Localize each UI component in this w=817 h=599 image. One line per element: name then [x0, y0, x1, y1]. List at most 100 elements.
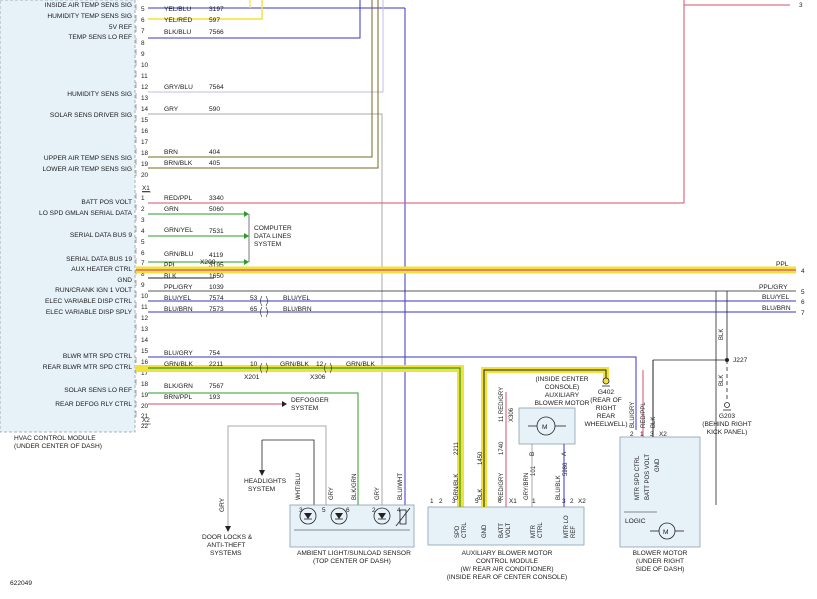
- svg-text:6: 6: [498, 498, 502, 505]
- sig-temp-lo-ref: TEMP SENS LO REF: [68, 34, 132, 41]
- svg-text:(BEHIND RIGHT: (BEHIND RIGHT: [702, 421, 751, 428]
- wire-b4-arrow: [244, 233, 249, 239]
- svg-text:SPD: SPD: [455, 525, 461, 538]
- pin-b8: 8: [141, 271, 145, 278]
- svg-text:BATT POS VOLT: BATT POS VOLT: [645, 454, 651, 500]
- sig-inside-air: INSIDE AIR TEMP SENS SIG: [45, 2, 132, 9]
- wire-b9-circuit: 1650: [209, 273, 224, 280]
- hvac-module-location: (UNDER CENTER OF DASH): [14, 443, 102, 450]
- wire-a12: [148, 0, 384, 93]
- wire-a14-color: GRY: [164, 106, 179, 113]
- pin-b22: 22: [141, 423, 149, 430]
- sig-blwr-spd: BLWR MTR SPD CTRL: [63, 353, 132, 360]
- hvac-module-box: [0, 0, 136, 433]
- svg-text:X2: X2: [578, 498, 586, 505]
- svg-text:WHT/BLU: WHT/BLU: [296, 473, 302, 500]
- blower-pins: 2 1 3 X2: [630, 431, 667, 438]
- svg-text:3: 3: [452, 498, 456, 505]
- svg-text:6: 6: [346, 507, 350, 514]
- splice-pin-10: 10: [250, 361, 258, 368]
- wire-b15-circuit: 754: [209, 350, 220, 357]
- pin-b11: 11: [141, 304, 148, 311]
- x200-label: X200: [200, 259, 216, 266]
- hvac-signal-labels: INSIDE AIR TEMP SENS SIG HUMIDITY TEMP S…: [39, 2, 133, 408]
- wire-b15-color: BLU/GRY: [164, 350, 193, 357]
- pin-a15: 15: [141, 117, 149, 124]
- pin-a11: 11: [141, 73, 148, 80]
- pin-b5: 5: [141, 239, 145, 246]
- defogger-line-2: SYSTEM: [291, 405, 318, 412]
- pin-a8: 8: [141, 40, 145, 47]
- ambient-wire-labels: WHT/BLU GRY BLK/GRN GRY BLU/WHT: [296, 473, 404, 500]
- gry-vertical-label: GRY: [219, 497, 226, 512]
- splice-pin-12: 12: [316, 361, 324, 368]
- splice-pin-53: 53: [250, 295, 258, 302]
- wire-right-ppl-gry: PPL/GRY: [759, 284, 788, 291]
- aux-wire-labels: GRN/BLK 2211 BLK 1450 RED/GRY 1740 GRY/B…: [454, 441, 569, 500]
- thermistor-icon: [395, 507, 411, 527]
- sig-batt-pos: BATT POS VOLT: [81, 199, 132, 206]
- pin-b19: 19: [141, 392, 149, 399]
- splice-pin-65: 65: [250, 306, 258, 313]
- aux-module-name: AUXILIARY BLOWER MOTOR CONTROL MODULE (W…: [447, 550, 568, 581]
- pin-b12: 12: [141, 315, 149, 322]
- svg-text:X1: X1: [509, 498, 517, 505]
- splice-conn-x201: X201: [244, 374, 260, 381]
- wire-a19: [148, 0, 379, 169]
- aux-motor-m: M: [542, 424, 548, 431]
- splice-mark-4: [324, 362, 332, 374]
- svg-text:VOLT: VOLT: [506, 522, 512, 538]
- wire-a6-color: YEL/RED: [164, 17, 192, 24]
- pin-a20: 20: [141, 172, 149, 179]
- wire-a6-circuit: 597: [209, 17, 220, 24]
- connector-b-pins: 1 2 3 4 5 6 7 8 9 10 11 12 13 14 15 16 1…: [141, 195, 149, 430]
- pin-b6: 6: [141, 250, 145, 257]
- svg-text:RED/GRY: RED/GRY: [499, 473, 505, 500]
- sig-aux-heater: AUX HEATER CTRL: [71, 266, 132, 273]
- svg-text:CTRL: CTRL: [538, 522, 544, 538]
- svg-text:3: 3: [650, 431, 654, 438]
- sig-solar-lo: SOLAR SENS LO REF: [64, 387, 132, 394]
- defogger-line-1: DEFOGGER: [291, 397, 329, 404]
- aux-module-box: [427, 506, 585, 546]
- wire-b11-color: BLU/YEL: [164, 295, 191, 302]
- sig-humidity-temp: HUMIDITY TEMP SENS SIG: [47, 13, 132, 20]
- sig-5v-ref: 5V REF: [109, 24, 132, 31]
- wire-b16-color: GRN/BLK: [164, 361, 194, 368]
- right-pin-4: 4: [801, 268, 805, 275]
- wire-b19-circuit: 193: [209, 394, 220, 401]
- pin-b20: 20: [141, 403, 149, 410]
- svg-text:CONSOLE): CONSOLE): [545, 384, 579, 391]
- svg-text:GRY/BRN: GRY/BRN: [524, 473, 530, 500]
- wire-a19-color: BRN/BLK: [164, 160, 193, 167]
- wire-right-blubrn: BLU/BRN: [762, 305, 791, 312]
- svg-text:MTR: MTR: [531, 524, 537, 538]
- blower-terms: MTR SPD CTRL BATT POS VOLT GND: [635, 454, 661, 500]
- wire-b4-circuit: 7531: [209, 228, 224, 235]
- pin-a18: 18: [141, 150, 149, 157]
- ambient-name: AMBIENT LIGHT/SUNLOAD SENSOR: [297, 550, 411, 557]
- wire-a18: [148, 0, 373, 158]
- pin-b7: 7: [141, 260, 145, 267]
- aux-batt-label: 11 RED/GRY: [499, 387, 505, 422]
- pin-b21: 21: [141, 413, 149, 420]
- pin-b18: 18: [141, 381, 149, 388]
- blk-label-lower: BLK: [719, 375, 725, 386]
- wire-b16: [148, 367, 461, 507]
- sig-upper-air: UPPER AIR TEMP SENS SIG: [44, 155, 132, 162]
- svg-text:2: 2: [439, 498, 443, 505]
- aux-motor-name: (INSIDE CENTER CONSOLE) AUXILIARY BLOWER…: [535, 376, 590, 407]
- connector-x1: X1: [142, 185, 150, 192]
- ambient-location: (TOP CENTER OF DASH): [313, 558, 391, 565]
- computer-line-3: SYSTEM: [254, 241, 281, 248]
- sig-bus19: SERIAL DATA BUS 19: [66, 256, 132, 263]
- pin-b1: 1: [141, 195, 145, 202]
- wire-b19-color: BRN/PPL: [164, 394, 193, 401]
- svg-text:GND: GND: [482, 524, 488, 538]
- svg-text:BLK: BLK: [651, 417, 657, 428]
- j227-label: J227: [733, 357, 748, 364]
- sig-evd-sply: ELEC VARIABLE DISP SPLY: [46, 309, 133, 316]
- wire-b19-arrow: [282, 401, 287, 407]
- blk-label-upper: BLK: [719, 329, 725, 340]
